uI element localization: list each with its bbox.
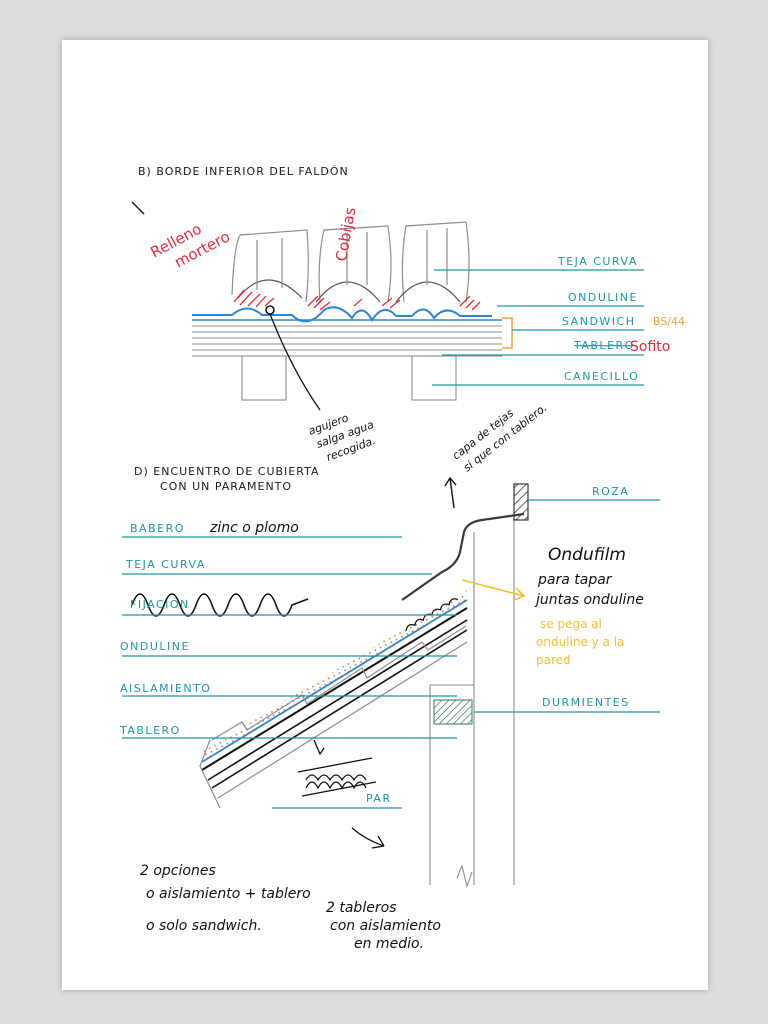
label-fijacion: FIJACIÓN: [130, 598, 190, 611]
label-teja-curva-b: TEJA CURVA: [557, 255, 638, 268]
ondufilm-note-line3: pared: [536, 653, 571, 667]
ondufilm-note-line1: se pega al: [540, 617, 602, 631]
options-line5: en medio.: [354, 936, 424, 952]
label-cobijas: Cobijas: [332, 206, 359, 263]
section-b-leaders: [432, 269, 644, 386]
options-line4: con aislamiento: [330, 918, 441, 934]
section-d-leaders: [122, 499, 660, 809]
ondufilm-note-line2: onduline y a la: [536, 635, 624, 649]
section-b: B) BORDE INFERIOR DEL FALDÓN: [138, 165, 685, 464]
sandwich-tablero-layers: [192, 325, 502, 357]
options-line1: 2 opciones: [140, 863, 216, 879]
section-b-title: B) BORDE INFERIOR DEL FALDÓN: [138, 165, 349, 178]
stray-mark: [131, 201, 145, 215]
options-line3b: 2 tableros: [326, 900, 396, 916]
label-durmientes: DURMIENTES: [542, 696, 630, 709]
eave-cut: [199, 739, 221, 809]
diagram-canvas: B) BORDE INFERIOR DEL FALDÓN: [119, 165, 685, 952]
onduline-layer: [192, 306, 492, 323]
section-d-title-line2: CON UN PARAMENTO: [160, 480, 292, 493]
label-sandwich-note: BS/44: [653, 315, 685, 328]
capa-arrow: [444, 476, 457, 509]
teja-curva-tiles: [231, 221, 470, 303]
teja-on-slope: [211, 625, 467, 741]
label-onduline-b: ONDULINE: [568, 291, 638, 304]
options-line2: o aislamiento + tablero: [146, 886, 311, 902]
ondufilm-title: Ondufilm: [548, 545, 626, 565]
options-line3: o solo sandwich.: [146, 918, 262, 934]
label-canecillo: CANECILLO: [564, 370, 639, 383]
relleno-mortero: [233, 289, 481, 311]
label-teja-curva-d: TEJA CURVA: [125, 558, 206, 571]
hole-leader: [269, 313, 321, 411]
label-roza: ROZA: [592, 485, 629, 498]
hole-marker: [265, 305, 275, 315]
section-d-title-line1: D) ENCUENTRO DE CUBIERTA: [134, 465, 320, 478]
roza-groove: [513, 483, 529, 521]
label-babero-note: zinc o plomo: [209, 520, 299, 536]
babero-flashing: [401, 512, 525, 601]
sandwich-bracket: [502, 317, 513, 349]
section-d: D) ENCUENTRO DE CUBIERTA CON UN PARAMENT…: [119, 401, 660, 888]
paper-sheet: B) BORDE INFERIOR DEL FALDÓN: [62, 40, 708, 990]
roof-slope-layers: [201, 590, 468, 799]
options-note: 2 opciones o aislamiento + tablero o sol…: [140, 863, 441, 952]
label-sofito: Sofito: [630, 339, 670, 355]
label-babero: BABERO: [130, 522, 185, 535]
canecillo-beams: [241, 355, 457, 401]
insulation-detail: [297, 739, 385, 849]
label-sandwich-b: SANDWICH: [562, 315, 635, 328]
label-aislamiento: AISLAMIENTO: [120, 682, 211, 695]
label-par: PAR: [366, 792, 392, 805]
ondufilm-line2: para tapar: [537, 572, 613, 588]
label-tablero-d: TABLERO: [119, 724, 181, 737]
ondufilm-arrow: [461, 579, 526, 601]
ondufilm-line3: juntas onduline: [534, 592, 644, 608]
label-tablero-b: TABLERO: [573, 339, 635, 352]
wall-paramento: [429, 510, 515, 888]
durmiente-block: [433, 699, 473, 725]
fijacion-scribble: [131, 593, 309, 617]
label-onduline-d: ONDULINE: [120, 640, 190, 653]
